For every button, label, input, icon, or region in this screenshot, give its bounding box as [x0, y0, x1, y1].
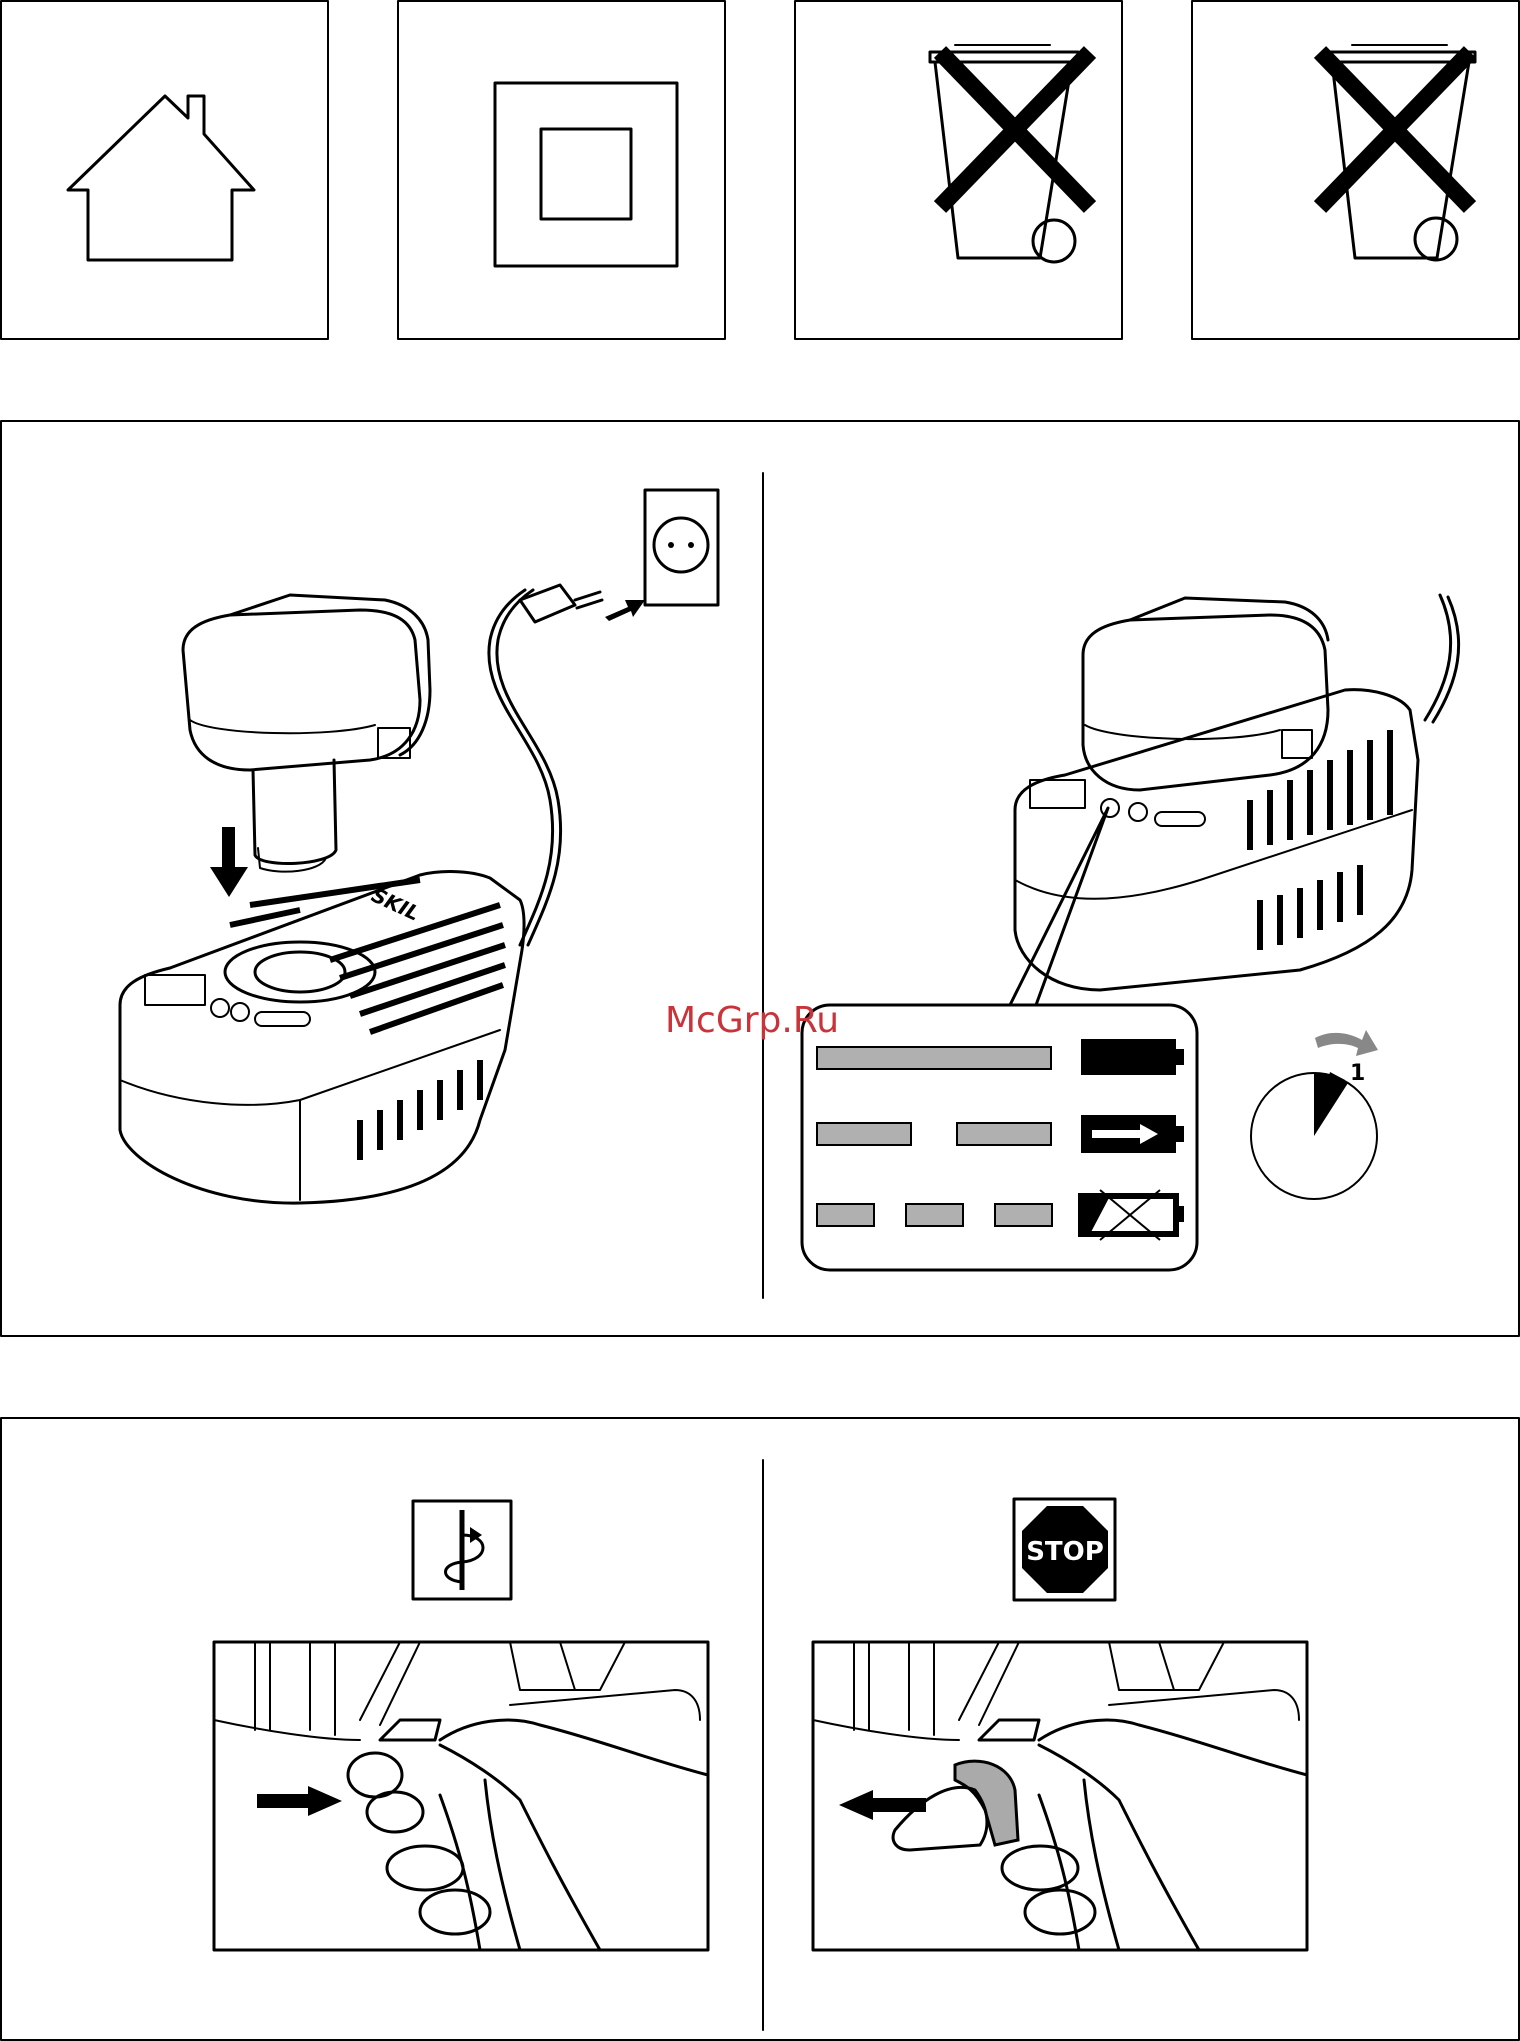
wall-socket-icon	[645, 490, 718, 605]
release-left-arrow-icon	[839, 1790, 926, 1820]
clock-icon: 1	[1251, 1030, 1378, 1199]
symbol-box-double-insulation	[398, 1, 725, 339]
symbol-box-weee-1	[795, 1, 1122, 339]
stop-sign-icon: STOP	[1014, 1499, 1115, 1600]
crossed-bin-icon	[1320, 45, 1475, 260]
crossed-bin-icon	[930, 45, 1090, 262]
legend-row-full	[817, 1039, 1184, 1075]
watermark: McGrp.Ru	[665, 1000, 839, 1041]
symbol-box-weee-2	[1192, 1, 1519, 339]
house-icon	[68, 96, 254, 260]
trigger-release-illustration	[813, 1642, 1307, 1950]
legend-row-faulty	[817, 1190, 1184, 1240]
stop-label: STOP	[1026, 1537, 1104, 1567]
indicator-callout	[802, 808, 1197, 1270]
insert-down-arrow-icon	[210, 827, 248, 897]
battery-charging-icon	[1081, 1115, 1184, 1153]
charger-with-battery	[1015, 595, 1459, 990]
plug-in-arrow-icon	[605, 600, 645, 621]
charger-unit: SKIL	[120, 872, 524, 1204]
push-right-arrow-icon	[257, 1786, 342, 1816]
battery-faulty-icon	[1081, 1190, 1184, 1240]
double-insulation-icon	[495, 83, 677, 266]
power-cord	[489, 590, 561, 945]
brand-label: SKIL	[368, 883, 424, 926]
rotation-direction-icon	[413, 1501, 511, 1599]
legend-row-charging	[817, 1115, 1184, 1153]
trigger-panel	[1, 1418, 1519, 2040]
clock-label: 1	[1350, 1061, 1365, 1086]
battery-full-icon	[1081, 1039, 1184, 1075]
symbol-box-house	[1, 1, 328, 339]
battery-pack	[183, 595, 430, 872]
